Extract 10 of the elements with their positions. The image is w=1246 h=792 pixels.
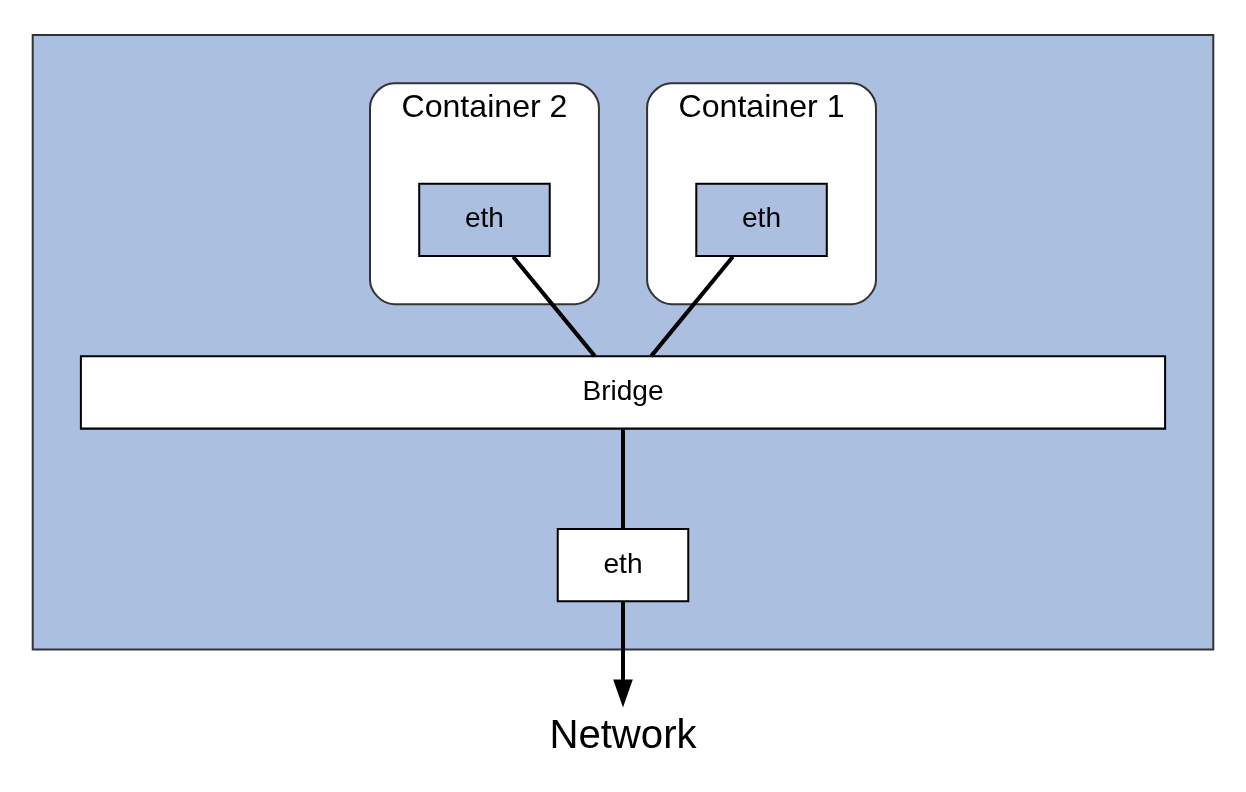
node-box: eth	[695, 182, 828, 257]
node-box: eth	[556, 527, 690, 602]
node-box: eth	[418, 182, 551, 257]
connector	[511, 255, 597, 357]
connector	[649, 255, 735, 357]
node-text: Network	[549, 711, 697, 757]
node-box: Bridge	[79, 354, 1167, 430]
arrow	[613, 601, 633, 708]
connector	[621, 428, 625, 529]
cluster	[31, 33, 1215, 650]
